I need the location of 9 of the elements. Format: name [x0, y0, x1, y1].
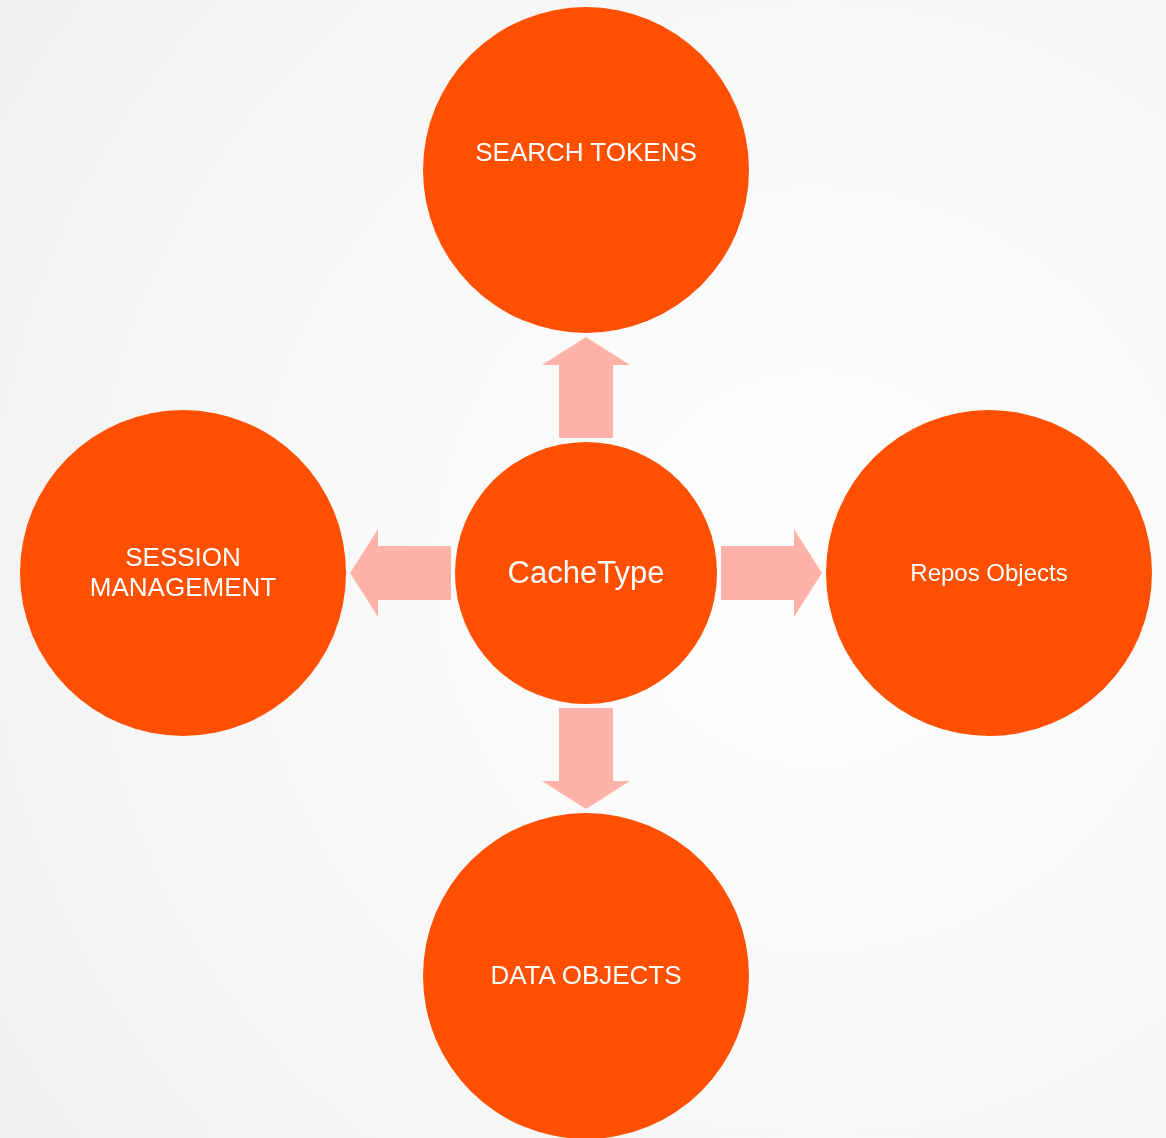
node-label: CacheType: [507, 555, 665, 591]
block-arrow: [350, 529, 451, 617]
block-arrow: [542, 337, 630, 438]
node-label: Repos Objects: [910, 559, 1068, 587]
block-arrow: [721, 529, 822, 617]
node-label: DATA OBJECTS: [490, 961, 682, 991]
block-arrow: [542, 708, 630, 809]
node-label: SEARCH TOKENS: [475, 138, 697, 168]
node-label: SESSION MANAGEMENT: [88, 543, 278, 603]
